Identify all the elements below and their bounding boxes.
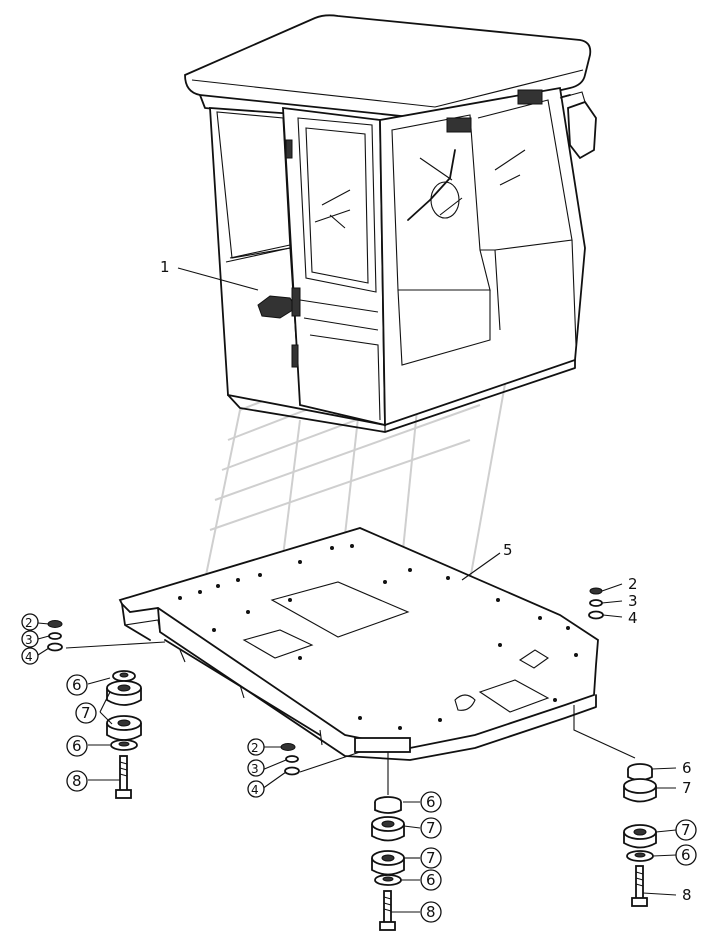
callout-7-center-lower: 7 (426, 849, 436, 867)
bolt-left (115, 755, 132, 799)
side-mirror (567, 100, 597, 160)
callout-8-right: 8 (682, 886, 692, 904)
callout-5: 5 (503, 541, 513, 559)
callout-6-center-bottom: 6 (426, 871, 436, 889)
flat-washer-center (284, 766, 300, 776)
nut-left (47, 620, 63, 628)
callout-4-right: 4 (628, 609, 638, 627)
callout-6-left-bottom: 6 (72, 737, 82, 755)
isolator-center-upper (371, 816, 405, 842)
callout-2-right: 2 (628, 575, 638, 593)
cab-assembly (184, 14, 597, 433)
nut-center (280, 743, 296, 751)
callout-1: 1 (160, 258, 170, 276)
callout-8-center: 8 (426, 903, 436, 921)
callout-4-left: 4 (25, 650, 33, 664)
callout-3-right: 3 (628, 592, 638, 610)
callout-6-left-top: 6 (72, 676, 82, 694)
lock-washer-right (589, 599, 603, 607)
callout-2-left: 2 (25, 616, 33, 630)
bolt-center (379, 890, 396, 931)
center-mount-stack (280, 743, 405, 931)
callout-4-center: 4 (251, 783, 259, 797)
nut-right (589, 587, 603, 595)
callout-7-right-lower: 7 (681, 821, 691, 839)
lock-washer-left (48, 632, 62, 640)
cab-floor-plate (118, 527, 599, 761)
bolt-right (631, 865, 648, 907)
flat-washer-left (47, 642, 63, 652)
callout-7-right-upper: 7 (682, 779, 692, 797)
left-mount-stack (47, 620, 166, 799)
leader-lines (37, 267, 677, 913)
washer-left-top (112, 670, 136, 682)
callout-2-center: 2 (251, 741, 259, 755)
washer-left-bottom (110, 739, 138, 751)
callout-3-left: 3 (25, 633, 33, 647)
isolator-right-upper (623, 778, 657, 803)
isolator-left-lower (106, 715, 142, 741)
right-mount-stack (573, 587, 657, 907)
washer-right-bottom (626, 850, 654, 862)
callout-7-center-upper: 7 (426, 819, 436, 837)
callout-6-right-bottom: 6 (681, 846, 691, 864)
callout-6-center-top: 6 (426, 793, 436, 811)
isolator-left-upper (106, 680, 142, 706)
flat-washer-right (588, 610, 604, 620)
washer-center-top (374, 796, 402, 814)
cab-door (282, 106, 386, 427)
washer-right-top (627, 763, 653, 781)
callout-8-left: 8 (72, 772, 82, 790)
callout-7-left: 7 (81, 704, 91, 722)
lock-washer-center (285, 755, 299, 763)
washer-center-bottom (374, 874, 402, 886)
isolator-center-lower (371, 850, 405, 876)
isolator-right-lower (623, 824, 657, 849)
callout-labels: 1 5 2 3 4 6 7 6 8 2 3 4 6 7 7 6 8 2 (21, 258, 697, 923)
callout-3-center: 3 (251, 762, 259, 776)
callout-6-right-top: 6 (682, 759, 692, 777)
